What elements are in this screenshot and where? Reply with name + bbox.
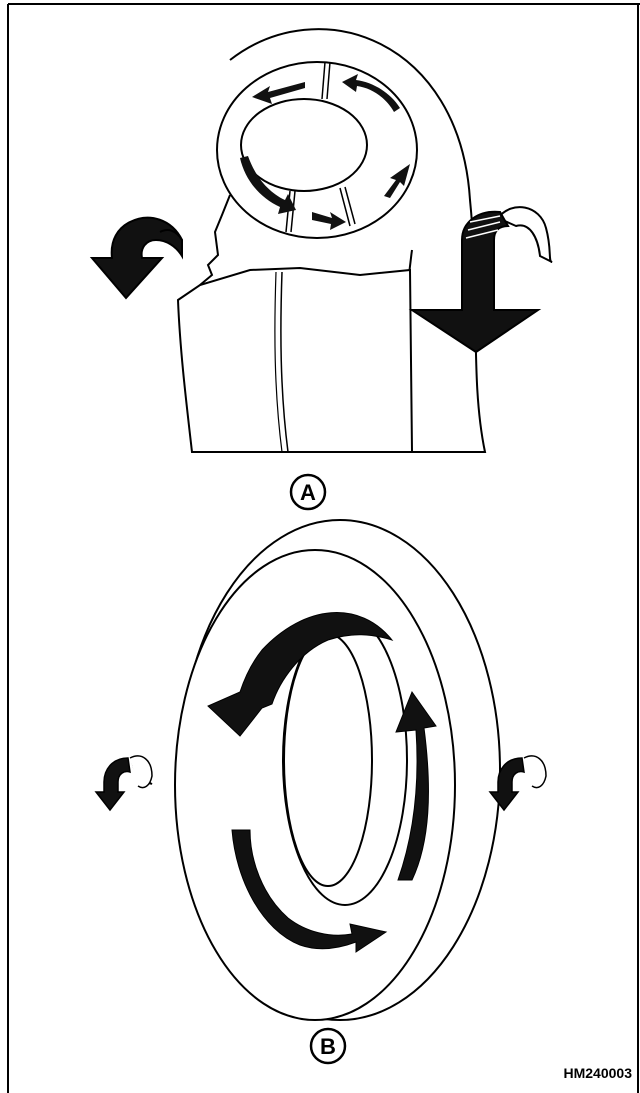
left-turn-arrow-a	[92, 218, 182, 298]
bead-ring-a	[217, 62, 417, 238]
panel-a-label: A	[291, 475, 325, 509]
panel-b-label: B	[311, 1029, 345, 1063]
panel-a	[92, 29, 552, 452]
panel-b	[96, 520, 546, 1020]
panel-a-label-text: A	[300, 480, 316, 505]
figure-code: HM240003	[564, 1065, 633, 1081]
left-curl-arrow-b	[96, 756, 152, 810]
panel-b-label-text: B	[320, 1034, 336, 1059]
